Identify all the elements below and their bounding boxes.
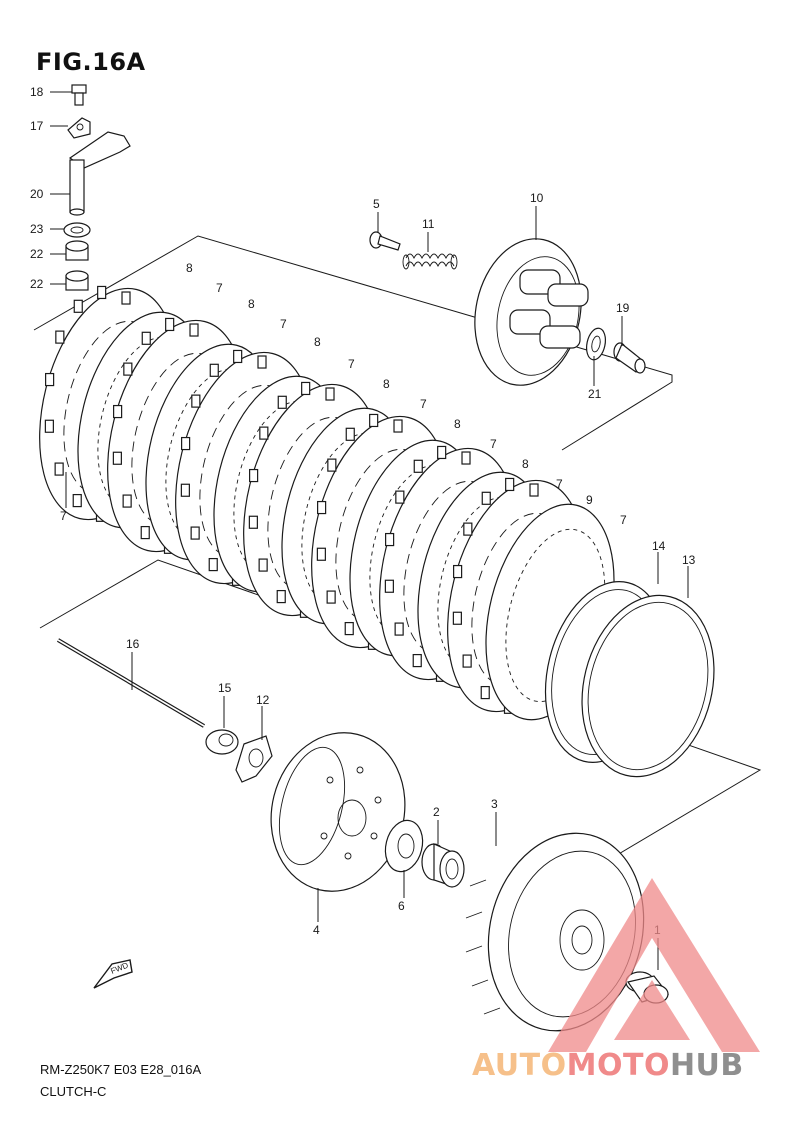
callout-16: 16 bbox=[126, 637, 140, 651]
section-name: CLUTCH-C bbox=[40, 1084, 107, 1099]
part-5-bolt bbox=[369, 231, 401, 251]
part-4-clutch-sleeve-hub bbox=[270, 732, 406, 892]
part-6-thrust-washer bbox=[384, 819, 424, 873]
callout-2: 2 bbox=[433, 805, 440, 819]
callout-14: 14 bbox=[652, 539, 666, 553]
part-19-pusher bbox=[613, 342, 646, 374]
part-15-nut bbox=[205, 729, 239, 755]
callout-19: 19 bbox=[616, 301, 630, 315]
part-12-lock-washer bbox=[235, 735, 273, 783]
callout-7: 7 bbox=[420, 397, 427, 411]
part-13-spring-seat bbox=[581, 594, 715, 778]
part-20-release-lever bbox=[68, 131, 131, 216]
callout-7: 7 bbox=[556, 477, 563, 491]
callout-7: 7 bbox=[348, 357, 355, 371]
callout-21: 21 bbox=[588, 387, 602, 401]
part-11-clutch-spring bbox=[402, 253, 458, 270]
part-23-oil-seal bbox=[63, 222, 91, 238]
callout-22: 22 bbox=[30, 277, 44, 291]
callout-8: 8 bbox=[383, 377, 390, 391]
callout-17: 17 bbox=[30, 119, 44, 133]
callout-22: 22 bbox=[30, 247, 44, 261]
watermark-logo-icon bbox=[548, 878, 760, 1052]
part-22-bearing-upper bbox=[65, 240, 89, 261]
part-16-push-rod bbox=[56, 638, 206, 728]
part-21-thrust-bearing bbox=[585, 327, 607, 361]
callout-13: 13 bbox=[682, 553, 696, 567]
watermark-text: AUTOMOTOHUB bbox=[472, 1048, 744, 1083]
callout-11: 11 bbox=[422, 217, 435, 231]
callout-8: 8 bbox=[314, 335, 321, 349]
upper-group-frame bbox=[33, 235, 673, 451]
callout-4: 4 bbox=[313, 923, 320, 937]
callout-6: 6 bbox=[398, 899, 405, 913]
callout-12: 12 bbox=[256, 693, 270, 707]
callout-23: 23 bbox=[30, 222, 44, 236]
watermark-part-3: HUB bbox=[669, 1048, 744, 1083]
leader-lines bbox=[50, 91, 689, 970]
part-18-bolt bbox=[71, 84, 87, 106]
callout-15: 15 bbox=[218, 681, 232, 695]
callout-8: 8 bbox=[454, 417, 461, 431]
callout-10: 10 bbox=[530, 191, 544, 205]
watermark-part-2: MOTO bbox=[566, 1048, 670, 1083]
callout-9: 9 bbox=[586, 493, 593, 507]
callout-5: 5 bbox=[373, 197, 380, 211]
fwd-arrow-icon: FWD bbox=[93, 959, 133, 989]
model-code: RM-Z250K7 E03 E28_016A bbox=[40, 1062, 202, 1077]
callout-3: 3 bbox=[491, 797, 498, 811]
callout-7: 7 bbox=[60, 509, 67, 523]
callout-8: 8 bbox=[248, 297, 255, 311]
callout-8: 8 bbox=[186, 261, 193, 275]
watermark-part-1: AUTO bbox=[472, 1048, 567, 1083]
clutch-plate-stack bbox=[39, 285, 615, 721]
callout-7: 7 bbox=[216, 281, 223, 295]
part-10-pressure-plate bbox=[474, 238, 589, 386]
part-22-bearing-lower bbox=[65, 270, 89, 291]
callout-7: 7 bbox=[490, 437, 497, 451]
callout-7: 7 bbox=[620, 513, 627, 527]
callout-8: 8 bbox=[522, 457, 529, 471]
callout-20: 20 bbox=[30, 187, 44, 201]
callout-18: 18 bbox=[30, 85, 44, 99]
part-17-clip bbox=[67, 117, 91, 139]
part-2-needle-bearing bbox=[421, 843, 465, 888]
callout-7: 7 bbox=[280, 317, 287, 331]
figure-title: FIG.16A bbox=[36, 48, 146, 76]
